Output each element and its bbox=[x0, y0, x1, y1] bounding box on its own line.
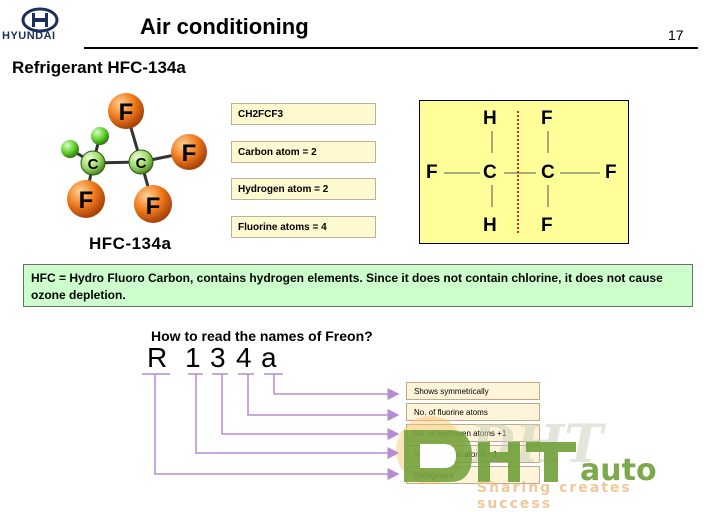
fluorine-symbol: F bbox=[79, 187, 94, 214]
fluorine-atom bbox=[134, 185, 172, 223]
structure-bonds bbox=[444, 111, 600, 233]
header-divider bbox=[84, 47, 698, 49]
code-char-4: 4 bbox=[236, 342, 252, 373]
carbon-atom bbox=[128, 149, 154, 175]
page-number: 17 bbox=[668, 27, 684, 43]
brand-name: HYUNDAI bbox=[2, 30, 56, 42]
fluorine-symbol: F bbox=[119, 99, 134, 126]
page-title: Air conditioning bbox=[140, 14, 309, 39]
legend-symmetry: Shows symmetrically bbox=[406, 382, 540, 400]
fluorine-symbol: F bbox=[182, 140, 197, 167]
fluorine-atom bbox=[171, 134, 207, 170]
hfc-definition-note: HFC = Hydro Fluoro Carbon, contains hydr… bbox=[23, 264, 693, 307]
formula-box: CH2FCF3 bbox=[231, 103, 376, 125]
naming-title: How to read the names of Freon? bbox=[151, 328, 373, 344]
hydrogen-atom bbox=[61, 140, 79, 158]
molecule-label: HFC-134a bbox=[89, 234, 172, 253]
struct-atom: F bbox=[426, 162, 438, 183]
section-subtitle: Refrigerant HFC-134a bbox=[12, 58, 186, 77]
code-char-r: R bbox=[147, 342, 168, 373]
hydrogen-atom bbox=[91, 127, 109, 145]
molecule-model: F F F F C C bbox=[61, 93, 207, 223]
code-char-a: a bbox=[261, 342, 277, 373]
code-char-3: 3 bbox=[210, 342, 226, 373]
fluorine-atom bbox=[67, 180, 105, 218]
hydrogen-count-box: Hydrogen atom = 2 bbox=[231, 178, 376, 200]
carbon-count-box: Carbon atom = 2 bbox=[231, 141, 376, 163]
fluorine-count-box: Fluorine atoms = 4 bbox=[231, 216, 376, 238]
carbon-symbol: C bbox=[88, 156, 99, 173]
struct-atom: F bbox=[605, 162, 617, 183]
struct-atom: C bbox=[541, 162, 555, 183]
carbon-atom bbox=[80, 150, 106, 176]
carbon-symbol: C bbox=[136, 155, 147, 172]
code-char-1: 1 bbox=[185, 342, 201, 373]
structural-formula: H F F C C F H F bbox=[419, 100, 629, 244]
naming-connectors bbox=[142, 373, 400, 480]
watermark-tagline: Sharing creates success bbox=[477, 480, 632, 512]
struct-atom: H bbox=[483, 215, 497, 236]
watermark-logo: DHT auto bbox=[396, 414, 657, 488]
fluorine-symbol: F bbox=[146, 193, 161, 220]
struct-atom: C bbox=[483, 162, 497, 183]
hyundai-logo bbox=[21, 7, 59, 33]
struct-atom: F bbox=[541, 108, 553, 129]
svg-text:auto: auto bbox=[580, 453, 657, 488]
struct-atom: F bbox=[541, 215, 553, 236]
fluorine-atom bbox=[108, 93, 144, 129]
legend-fluorine: No. of fluorine atoms bbox=[406, 403, 540, 421]
struct-atom: H bbox=[483, 108, 497, 129]
